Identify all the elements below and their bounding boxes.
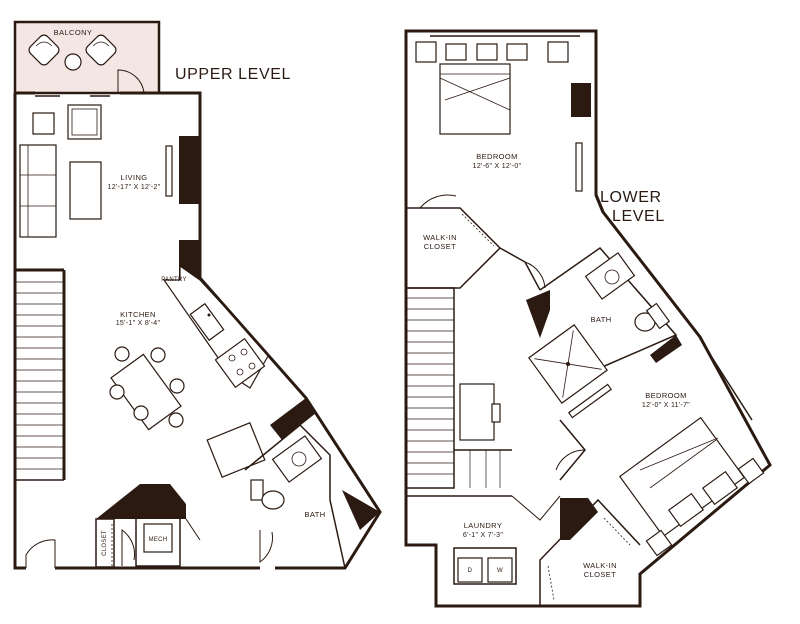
bedroom2-label: BEDROOM xyxy=(645,391,687,400)
lower-top-windows xyxy=(415,35,580,63)
upper-windows xyxy=(35,92,110,97)
lower-bath-label: BATH xyxy=(590,315,611,324)
cooktop xyxy=(214,337,266,389)
kitchen-sink xyxy=(189,302,225,342)
mech-label: MECH xyxy=(149,537,168,543)
upper-toilet xyxy=(250,479,285,510)
lower-bath xyxy=(526,246,682,419)
upper-bath-label: BATH xyxy=(304,510,325,519)
walkin-closet-1: WALK-IN CLOSET xyxy=(406,194,502,289)
bedroom1-dims: 12'-6" X 12'-0" xyxy=(473,163,522,170)
dryer-label: D xyxy=(468,568,473,574)
mech-closet-area: MECH CLOSET xyxy=(95,484,201,568)
balcony xyxy=(13,20,161,95)
washer-label: W xyxy=(497,568,503,574)
kitchen-dims: 15'-1" X 8'-4" xyxy=(116,320,161,327)
dining-table xyxy=(109,346,185,431)
lower-bath-vanity xyxy=(584,252,636,300)
kitchen-label: KITCHEN xyxy=(120,310,156,319)
pantry-label: PANTRY xyxy=(161,277,187,283)
balcony-table xyxy=(64,53,82,71)
living-label: LIVING xyxy=(121,173,148,182)
walkin2-label-line1: WALK-IN xyxy=(583,561,617,570)
balcony-door-swing xyxy=(117,69,145,94)
balcony-chair-left xyxy=(28,34,60,66)
walkin1-label-line2: CLOSET xyxy=(424,242,456,251)
lower-interior-partitions xyxy=(499,194,605,481)
balcony-chair-right xyxy=(85,34,117,66)
bedroom2-window xyxy=(703,344,753,421)
bed-2 xyxy=(618,416,765,557)
upper-staircase xyxy=(15,268,66,481)
bedroom1-label: BEDROOM xyxy=(476,152,518,161)
upper-exterior-walls xyxy=(13,91,382,570)
kitchen-counters: PANTRY xyxy=(161,264,269,389)
lower-wall-tv xyxy=(575,142,583,192)
washer xyxy=(487,557,513,583)
refrigerator xyxy=(206,422,266,478)
upper-entry-door xyxy=(25,539,56,568)
walkin1-label-line1: WALK-IN xyxy=(423,233,457,242)
bed-1 xyxy=(439,63,511,135)
upper-bath-vanity xyxy=(271,435,323,483)
lower-toilet xyxy=(634,302,671,332)
lower-bath-mirror xyxy=(567,383,613,419)
walkin2-label-line2: CLOSET xyxy=(584,570,616,579)
lower-level-title-line2: LEVEL xyxy=(612,208,665,225)
upper-level-plan: BALCONY LIVING 12'-17" X 12'-2" xyxy=(13,20,382,570)
laundry-dims: 6'-1" X 7'-3" xyxy=(463,532,504,539)
laundry-label: LAUNDRY xyxy=(464,521,503,530)
lower-level-title-line1: LOWER xyxy=(600,189,662,206)
lower-exterior-walls xyxy=(404,29,772,608)
bedroom2-dims: 12'-0" X 11'-7" xyxy=(642,402,690,409)
dryer xyxy=(457,557,483,583)
laundry-room: D W xyxy=(406,495,561,585)
upper-bath-door xyxy=(259,530,273,563)
upper-bath xyxy=(244,398,380,569)
lower-staircase xyxy=(405,287,512,489)
balcony-label: BALCONY xyxy=(54,28,93,37)
wall-tv xyxy=(165,145,173,197)
walkin-closet-2: WALK-IN CLOSET xyxy=(539,498,641,606)
living-dims: 12'-17" X 12'-2" xyxy=(108,184,161,191)
closet-label: CLOSET xyxy=(102,530,108,556)
fireplace xyxy=(179,136,199,204)
lower-level-plan: BEDROOM 12'-6" X 12'-0" WALK-IN CLOSET xyxy=(404,29,772,608)
lower-fireplace xyxy=(571,83,591,117)
living-furniture xyxy=(19,104,102,238)
upper-level-title: UPPER LEVEL xyxy=(175,66,291,83)
